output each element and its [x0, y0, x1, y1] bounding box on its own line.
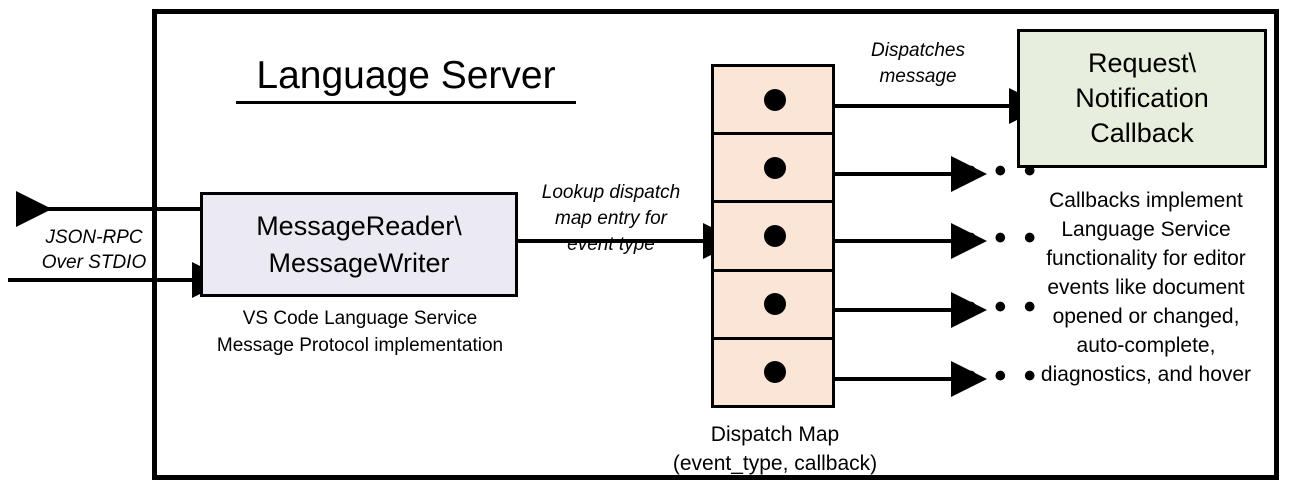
lookup-dispatch-line2: map entry for [555, 208, 667, 229]
dispatch-map-caption-line2: (event_type, callback) [672, 452, 878, 475]
dispatch-map-row[interactable] [714, 203, 832, 272]
callback-dot-icon [764, 361, 786, 384]
callback-dot-icon [764, 293, 786, 316]
callback-dot-icon [764, 88, 786, 111]
dispatch-map-row[interactable] [714, 272, 832, 340]
callback-label-line2: Notification [1075, 83, 1209, 113]
callback-caption-line2: Language Service [1061, 218, 1231, 241]
request-notification-callback-node[interactable]: Request\ Notification Callback [1017, 29, 1267, 168]
lookup-dispatch-line3: event type [567, 234, 655, 255]
message-reader-caption: VS Code Language Service Message Protoco… [190, 305, 530, 359]
message-reader-writer-node[interactable]: MessageReader\ MessageWriter [200, 192, 518, 297]
dispatch-map-row[interactable] [714, 340, 832, 405]
callback-caption: Callbacks implement Language Service fun… [1010, 186, 1282, 389]
page-title: Language Server [236, 53, 576, 104]
callback-caption-line3: functionality for editor [1046, 247, 1246, 270]
dispatches-message-line2: message [879, 66, 957, 87]
message-reader-label: MessageReader\ [256, 210, 462, 241]
callback-caption-line6: auto-complete, [1076, 334, 1216, 357]
dispatch-map-caption-line1: Dispatch Map [710, 423, 840, 446]
callback-caption-line4: events like document [1047, 276, 1245, 299]
lookup-dispatch-edge-label: Lookup dispatch map entry for event type [518, 180, 704, 258]
callback-label-line3: Callback [1090, 118, 1194, 148]
dispatches-message-line1: Dispatches [871, 40, 965, 61]
language-server-container [152, 9, 1279, 480]
dispatch-map-caption: Dispatch Map (event_type, callback) [640, 420, 910, 478]
json-rpc-label: JSON-RPC Over STDIO [24, 225, 164, 275]
callback-label-line1: Request\ [1087, 48, 1197, 78]
json-rpc-label-line1: JSON-RPC [45, 227, 143, 248]
callback-caption-line5: opened or changed, [1052, 305, 1240, 328]
callback-dot-icon [764, 225, 786, 247]
dispatch-map-row[interactable] [714, 135, 832, 204]
json-rpc-label-line2: Over STDIO [41, 252, 147, 273]
callback-dot-icon [764, 156, 786, 179]
dispatch-map-row[interactable] [714, 67, 832, 136]
message-reader-caption-line1: VS Code Language Service [242, 308, 478, 329]
message-reader-caption-line2: Message Protocol implementation [216, 335, 504, 356]
dispatches-message-edge-label: Dispatches message [838, 38, 998, 90]
message-writer-label: MessageWriter [268, 247, 450, 278]
dispatch-map-table[interactable] [711, 64, 835, 408]
callback-caption-line1: Callbacks implement [1049, 189, 1243, 212]
lookup-dispatch-line1: Lookup dispatch [541, 182, 681, 203]
callback-caption-line7: diagnostics, and hover [1040, 363, 1252, 386]
